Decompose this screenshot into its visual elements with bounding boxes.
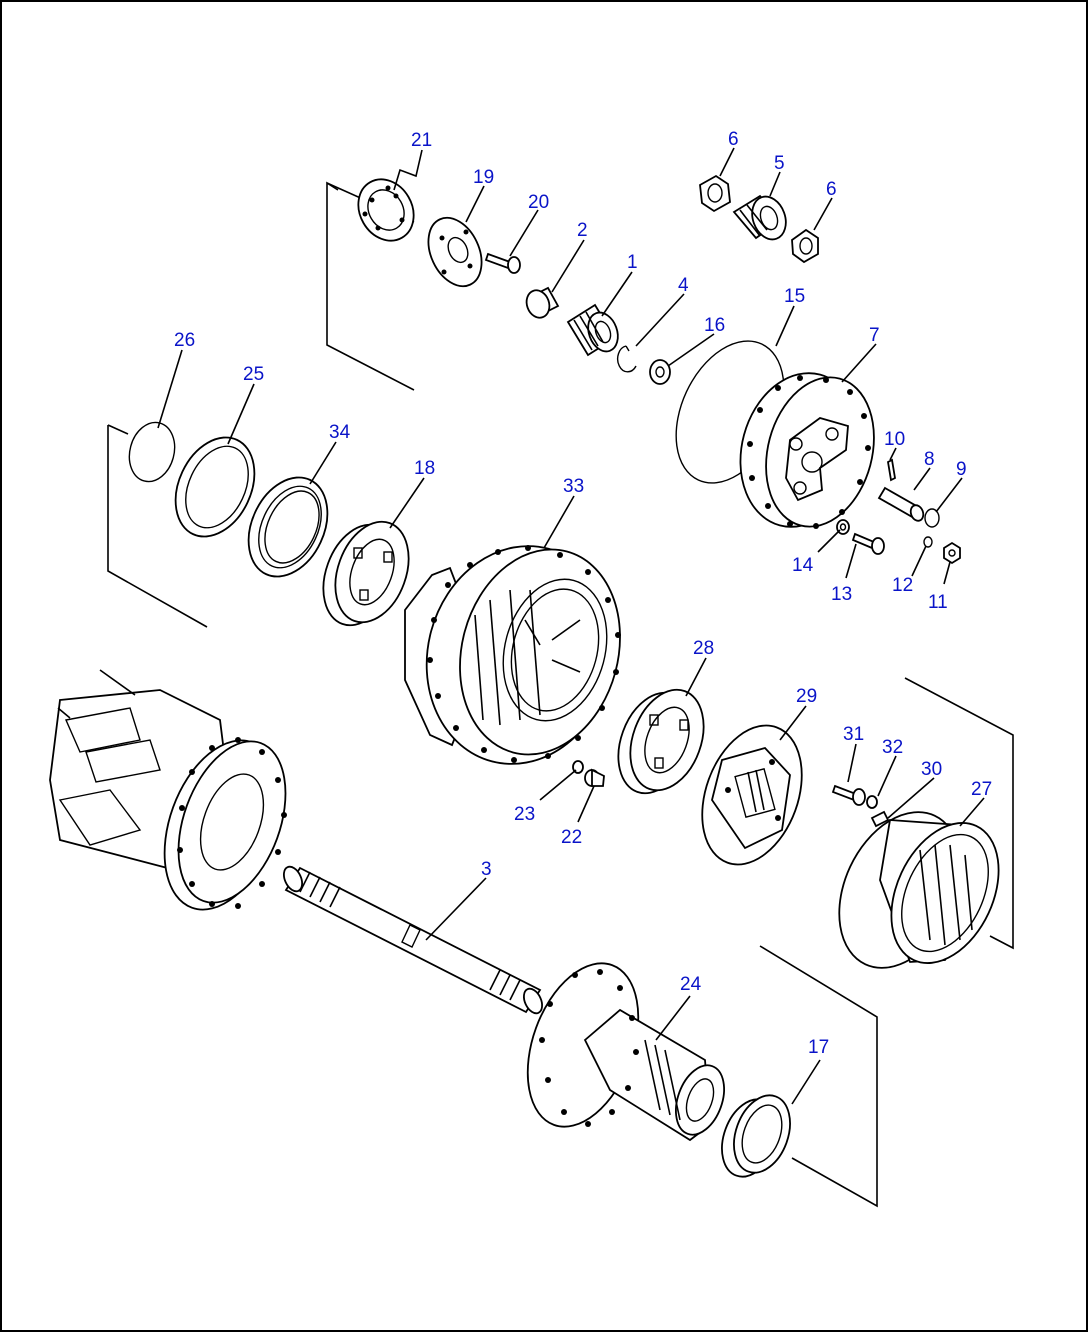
label-32: 32	[882, 737, 903, 758]
label-34: 34	[329, 422, 351, 443]
part-17-seal	[721, 1094, 791, 1178]
part-24-hub-flange	[526, 962, 725, 1142]
label-25: 25	[243, 364, 264, 385]
label-18: 18	[414, 458, 435, 479]
label-5: 5	[774, 153, 785, 174]
part-28-bearing	[617, 688, 705, 795]
part-18-bearing	[322, 520, 410, 627]
part-30-pin	[870, 810, 890, 828]
part-25-seal	[174, 436, 256, 538]
part-13-bolt	[851, 532, 885, 555]
label-2: 2	[577, 220, 588, 241]
part-6-nut-lower	[791, 228, 819, 264]
label-20: 20	[528, 192, 549, 213]
label-1: 1	[627, 252, 638, 273]
label-10: 10	[884, 429, 905, 450]
part-2-spacer	[525, 286, 560, 319]
part-8-shaft	[877, 486, 925, 522]
part-5-bearing	[732, 194, 787, 241]
part-6-nut-upper	[699, 174, 731, 213]
part-20-bolt	[484, 252, 521, 274]
axle-housing	[49, 669, 287, 911]
part-34-seal	[247, 476, 329, 578]
label-9: 9	[956, 459, 967, 480]
label-14: 14	[792, 555, 814, 576]
part-4-snap-ring	[616, 345, 637, 373]
label-12: 12	[892, 575, 913, 596]
label-24: 24	[680, 974, 702, 995]
label-7: 7	[869, 325, 880, 346]
part-33-hub-sprocket	[404, 545, 621, 765]
part-labels: 21 19 20 2 1 4 16 6 5 6 15 7 10 8 9 14 1…	[174, 129, 992, 1058]
label-6-upper: 6	[728, 129, 739, 150]
label-15: 15	[784, 286, 805, 307]
label-28: 28	[693, 638, 714, 659]
part-19-plate	[427, 216, 483, 288]
label-11: 11	[928, 592, 948, 613]
group-brackets	[107, 181, 1014, 1208]
label-30: 30	[921, 759, 942, 780]
part-21-thrust-washer	[357, 178, 415, 242]
part-1-needle-bearing	[566, 303, 619, 357]
part-7-carrier	[739, 372, 875, 529]
label-16: 16	[704, 315, 725, 336]
part-29-retainer	[701, 724, 803, 866]
part-3-axle-shaft	[283, 865, 543, 1015]
label-19: 19	[473, 167, 494, 188]
label-13: 13	[831, 584, 852, 605]
part-31-bolt	[831, 784, 866, 806]
label-29: 29	[796, 686, 817, 707]
label-6-lower: 6	[826, 179, 837, 200]
part-10-pin	[887, 458, 896, 482]
label-17: 17	[808, 1037, 829, 1058]
label-26: 26	[174, 330, 195, 351]
label-21: 21	[411, 130, 432, 151]
part-9-ring	[924, 508, 940, 528]
label-27: 27	[971, 779, 992, 800]
part-27-ring-gear	[838, 811, 1000, 969]
label-4: 4	[678, 275, 689, 296]
part-11-nut	[943, 541, 961, 565]
part-16-washer	[649, 359, 671, 385]
leader-lines	[157, 147, 985, 1105]
part-26-o-ring	[128, 421, 176, 483]
part-22-bolt	[584, 768, 605, 787]
part-12-washer	[923, 536, 933, 548]
label-22: 22	[561, 827, 582, 848]
label-33: 33	[563, 476, 584, 497]
label-23: 23	[514, 804, 535, 825]
label-8: 8	[924, 449, 935, 470]
part-32-washer	[866, 795, 878, 809]
label-31: 31	[843, 724, 864, 745]
label-3: 3	[481, 859, 492, 880]
